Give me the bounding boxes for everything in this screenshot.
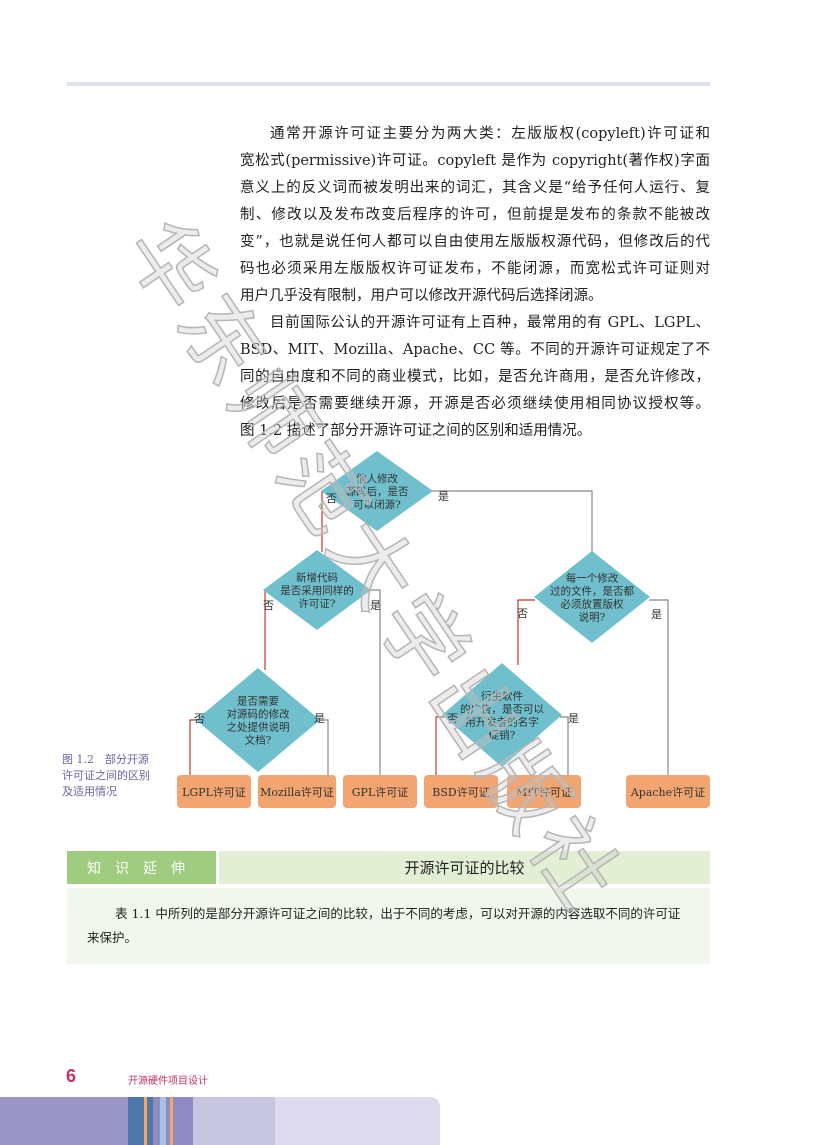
license-box bbox=[258, 775, 336, 808]
text-line: 同的自由度和不同的商业模式，比如，是否允许商用，是否允许修改， bbox=[240, 369, 710, 385]
decision-text: 许可证? bbox=[298, 597, 335, 610]
yes-label: 是 bbox=[370, 599, 381, 612]
decision-text: 促销? bbox=[489, 729, 516, 742]
text-line: 通常开源许可证主要分为两大类：左版版权(copyleft)许可证和 bbox=[270, 126, 710, 142]
decision-text: 之处提供说明 bbox=[227, 721, 290, 734]
decision-text: 用开发者的名字 bbox=[465, 716, 539, 729]
license-label: GPL许可证 bbox=[352, 786, 409, 799]
license-label: Apache许可证 bbox=[630, 786, 705, 799]
page-number: 6 bbox=[66, 1066, 77, 1086]
decision-text: 是否采用同样的 bbox=[280, 584, 354, 597]
license-label: BSD许可证 bbox=[432, 786, 489, 799]
caption-line: 及适用情况 bbox=[62, 785, 117, 798]
no-label: 否 bbox=[517, 607, 528, 620]
decision-diamond bbox=[321, 451, 433, 531]
decision-diamond bbox=[196, 668, 320, 772]
text-line: 意义上的反义词而被发明出来的词汇，其含义是“给予任何人运行、复 bbox=[240, 180, 710, 196]
yes-label: 是 bbox=[438, 490, 449, 503]
yes-label: 是 bbox=[314, 712, 325, 725]
decision-diamond bbox=[263, 550, 371, 630]
decision-text: 每一个修改 bbox=[566, 572, 619, 585]
knowledge-tag: 知识延伸 bbox=[67, 851, 216, 884]
license-box bbox=[424, 775, 498, 808]
decision-text: 源码后，是否 bbox=[346, 485, 409, 498]
knowledge-extension-header: 知识延伸 开源许可证的比较 bbox=[67, 851, 710, 884]
book-title: 开源硬件项目设计 bbox=[128, 1076, 208, 1087]
no-label: 否 bbox=[326, 492, 337, 505]
text-line: BSD、MIT、Mozilla、Apache、CC 等。不同的开源许可证规定了不 bbox=[240, 342, 710, 358]
decision-text: 文档? bbox=[245, 734, 272, 747]
license-label: LGPL许可证 bbox=[182, 786, 246, 799]
text-line: 制、修改以及发布改变后程序的许可，但前提是发布的条款不能被改 bbox=[240, 207, 710, 223]
decision-text: 新增代码 bbox=[296, 571, 338, 584]
decision-diamond bbox=[442, 663, 562, 767]
license-box bbox=[507, 775, 581, 808]
decision-diamond bbox=[534, 551, 650, 643]
yes-label: 是 bbox=[651, 608, 662, 621]
decision-text: 是否需要 bbox=[237, 696, 279, 708]
decision-text: 必须放置版权 bbox=[561, 598, 624, 611]
text-line: 目前国际公认的开源许可证有上百种，最常用的有 GPL、LGPL、 bbox=[270, 315, 710, 331]
no-label: 否 bbox=[263, 599, 274, 612]
connectors bbox=[189, 490, 669, 775]
text-line: 宽松式(permissive)许可证。copyleft 是作为 copyrigh… bbox=[240, 153, 710, 169]
header-rule bbox=[67, 82, 710, 86]
license-box bbox=[177, 775, 251, 808]
yes-label: 是 bbox=[568, 712, 579, 725]
caption-line: 许可证之间的区别 bbox=[62, 769, 150, 782]
no-label: 否 bbox=[194, 712, 205, 725]
text-line: 码也必须采用左版版权许可证发布，不能闭源，而宽松式许可证则对 bbox=[240, 261, 710, 277]
decision-text: 可以闭源? bbox=[353, 498, 401, 511]
body-text: 通常开源许可证主要分为两大类：左版版权(copyleft)许可证和宽松式(per… bbox=[240, 121, 710, 445]
text-line: 图 1.2 描述了部分开源许可证之间的区别和适用情况。 bbox=[240, 423, 592, 439]
no-label: 否 bbox=[447, 712, 458, 725]
license-box bbox=[626, 775, 710, 808]
text-line: 修改后是否需要继续开源，开源是否必须继续使用相同协议授权等。 bbox=[240, 396, 710, 412]
license-box bbox=[343, 775, 417, 808]
text-line: 用户几乎没有限制，用户可以修改开源代码后选择闭源。 bbox=[240, 288, 603, 304]
caption-line: 图 1.2 部分开源 bbox=[62, 753, 149, 766]
decision-text: 对源码的修改 bbox=[227, 708, 290, 721]
license-label: Mozilla许可证 bbox=[260, 786, 334, 799]
text-line: 变”，也就是说任何人都可以自由使用左版版权源代码，但修改后的代 bbox=[240, 234, 710, 250]
decision-text: 衍生软件 bbox=[481, 690, 523, 703]
figure-caption: 图 1.2 部分开源 许可证之间的区别 及适用情况 bbox=[62, 752, 172, 800]
footer-decor-bar bbox=[0, 1097, 440, 1145]
decision-text: 他人修改 bbox=[356, 472, 398, 485]
decision-text: 说明? bbox=[579, 611, 606, 624]
knowledge-title: 开源许可证的比较 bbox=[219, 851, 710, 884]
knowledge-body: 表 1.1 中所列的是部分开源许可证之间的比较，出于不同的考虑，可以对开源的内容… bbox=[67, 888, 710, 964]
decision-text: 过的文件，是否都 bbox=[550, 585, 634, 598]
decision-text: 的广告，是否可以 bbox=[460, 703, 544, 716]
license-label: MIT许可证 bbox=[516, 786, 572, 799]
